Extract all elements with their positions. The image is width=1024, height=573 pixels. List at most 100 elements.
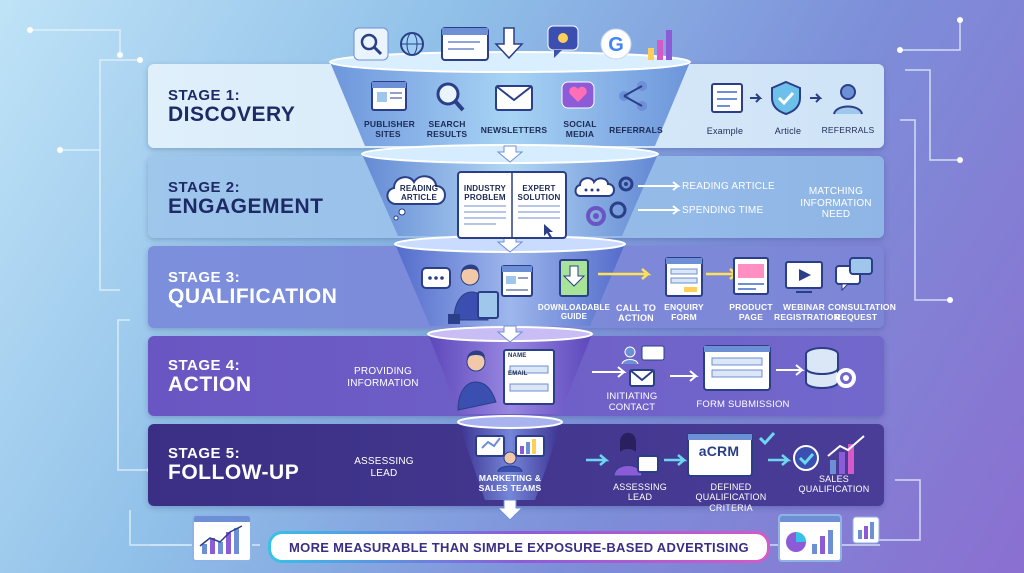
downloadable-guide-icon	[559, 259, 589, 297]
crm-label: aCRM	[698, 443, 740, 459]
chat-bubble-icon	[547, 25, 579, 58]
stage-5-number: STAGE 5:	[168, 445, 241, 462]
shield-check-icon	[771, 80, 801, 116]
stage-2-name: ENGAGEMENT	[168, 194, 324, 218]
stage-3-flow-arrows	[598, 268, 740, 280]
form-email-label: EMAIL	[508, 371, 528, 377]
stage-5-title: STAGE 5: FOLLOW-UP	[168, 446, 299, 484]
search-icon	[353, 27, 389, 61]
stage-1-number: STAGE 1:	[168, 87, 241, 104]
search-results-icon	[436, 82, 465, 112]
marketing-sales-team-illustration	[475, 435, 545, 472]
database-gear-icon	[805, 347, 856, 389]
stage-5-name: FOLLOW-UP	[168, 460, 300, 484]
stage-3-item-3: ENQUIRY FORM	[664, 302, 704, 322]
bottom-banner: MORE MEASURABLE THAN SIMPLE EXPOSURE-BAS…	[268, 531, 770, 563]
stage-5-center: MARKETING & SALES TEAMS	[478, 473, 542, 493]
arrow-right-icon	[638, 205, 681, 215]
gear-large-icon	[586, 201, 627, 226]
bar-chart-icon	[648, 30, 672, 60]
stage-3-item-1: DOWNLOADABLE GUIDE	[537, 303, 611, 322]
stage-1-flow-icons	[711, 80, 863, 116]
crm-window-icon	[687, 433, 753, 477]
growth-chart-icon	[827, 435, 865, 474]
referral-person-icon	[833, 84, 863, 115]
checkmark-icon	[758, 431, 776, 446]
stage-1-item-2: SEARCH RESULTS	[426, 119, 468, 139]
share-network-icon	[619, 81, 647, 111]
download-arrow-icon	[494, 27, 524, 60]
stage-3-item-2: CALL TO ACTION	[615, 303, 657, 324]
thought-cloud-icon	[386, 175, 446, 221]
stage-5-item-3: SALES QUALIFICATION	[798, 474, 870, 495]
arrow-right-icon	[810, 93, 823, 103]
web-page-icon	[501, 265, 533, 297]
stage-3-name: QUALIFICATION	[168, 284, 338, 308]
person-filling-form-illustration	[457, 349, 555, 411]
stage-2-page-left: INDUSTRY PROBLEM	[463, 184, 507, 203]
contact-person-icon	[621, 345, 665, 365]
down-arrow-4	[496, 499, 524, 521]
stage-5-flow	[586, 431, 865, 477]
browser-window-icon	[441, 27, 489, 61]
arrow-right-icon	[586, 454, 610, 466]
arrow-right-icon	[768, 454, 792, 466]
stage-3-item-4: PRODUCT PAGE	[729, 302, 773, 322]
down-arrow-3	[496, 325, 524, 343]
google-icon: G	[600, 28, 632, 60]
open-article-icon	[457, 171, 567, 239]
stage-1-item-1: PUBLISHER SITES	[364, 119, 415, 139]
stage-2-number: STAGE 2:	[168, 179, 241, 196]
stage-4-item-2: FORM SUBMISSION	[696, 399, 790, 410]
svg-text:G: G	[608, 34, 624, 56]
arrow-right-icon	[592, 366, 627, 378]
funnel-rim-5	[457, 415, 563, 429]
arrow-right-icon	[750, 93, 763, 103]
gear-icon	[618, 176, 634, 192]
stage-5-left: ASSESSING LEAD	[354, 456, 414, 479]
stage-1-item-4: SOCIAL MEDIA	[563, 119, 597, 139]
stage-1-flow-1: Example	[706, 126, 744, 136]
stage-5-item-2: DEFINED QUALIFICATION CRITERIA	[695, 482, 767, 513]
check-circle-icon	[793, 445, 819, 471]
publisher-sites-icon	[371, 81, 407, 111]
right-chart-card	[778, 514, 842, 562]
enquiry-form-icon	[665, 257, 703, 297]
stage-1-name: DISCOVERY	[168, 102, 296, 126]
stage-1-flow-2: Article	[774, 126, 802, 136]
arrow-right-icon	[670, 370, 699, 382]
stage-5-item-1: ASSESSING LEAD	[613, 482, 667, 503]
stage-1-icons	[371, 81, 647, 112]
newsletter-icon	[495, 85, 533, 111]
stage-4-number: STAGE 4:	[168, 357, 241, 374]
form-name-label: NAME	[508, 353, 527, 359]
stage-3-item-6: CONSULTATION REQUEST	[828, 302, 897, 322]
stage-4-name: ACTION	[168, 372, 252, 396]
stage-1-item-5: REFERRALS	[609, 125, 663, 135]
webinar-video-icon	[785, 261, 823, 293]
top-icons-row: G	[353, 25, 672, 61]
arrow-right-icon	[664, 454, 688, 466]
stage-3-title: STAGE 3: QUALIFICATION	[168, 270, 337, 308]
stage-3-person-illustration	[421, 264, 533, 324]
left-chart-card	[192, 514, 252, 562]
stage-4-flow	[592, 345, 805, 391]
chat-cloud-icon	[574, 177, 615, 197]
envelope-icon	[629, 369, 655, 387]
form-window-icon	[703, 345, 771, 391]
example-page-icon	[711, 83, 743, 113]
arrow-right-icon	[776, 364, 805, 376]
arrow-right-icon	[598, 268, 652, 280]
stage-2-page-right: EXPERT SOLUTION	[517, 184, 561, 203]
stage-2-arrows	[638, 181, 681, 215]
consultation-chat-icon	[835, 257, 873, 292]
stage-2-right-1: READING ARTICLE	[682, 181, 775, 192]
down-arrow-1	[496, 145, 524, 163]
stage-2-title: STAGE 2: ENGAGEMENT	[168, 180, 324, 218]
product-page-icon	[733, 257, 769, 295]
stage-2-right-2: SPENDING TIME	[682, 205, 764, 216]
stage-1-item-3: NEWSLETTERS	[480, 125, 548, 135]
stage-2-bubble: READING ARTICLE	[399, 184, 439, 203]
stage-1-flow-3: REFERRALS	[821, 125, 875, 135]
stage-4-title: STAGE 4: ACTION	[168, 358, 252, 396]
